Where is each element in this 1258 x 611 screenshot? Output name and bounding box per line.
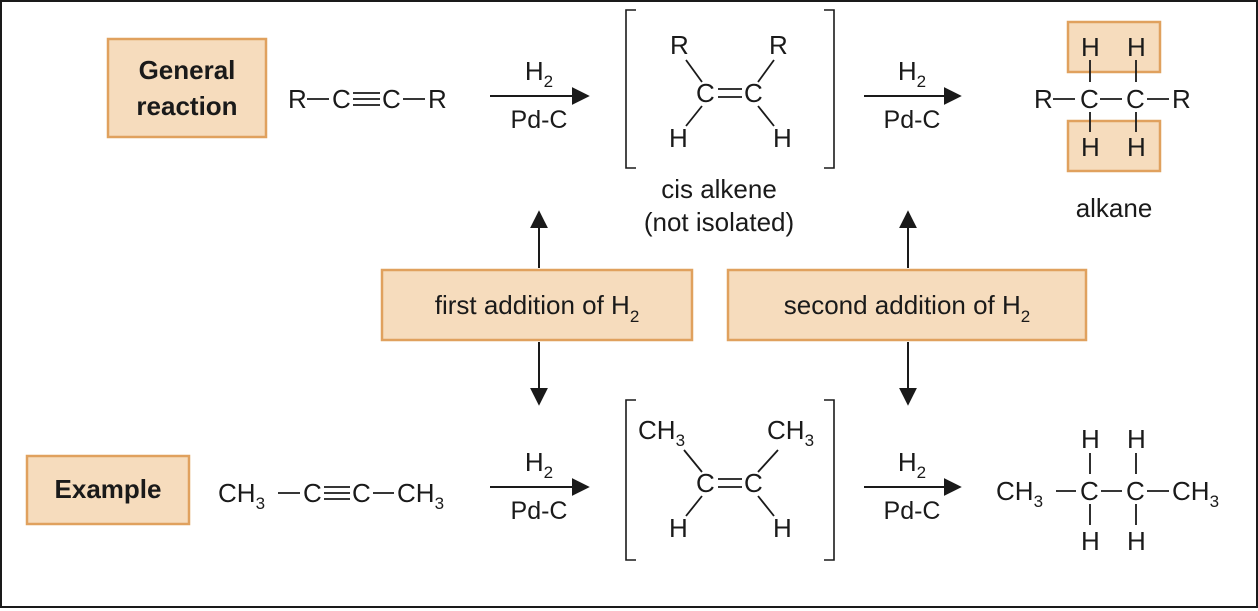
alkyne-ex-c1: C — [303, 478, 322, 508]
alkyne-example: CH3 C C CH3 — [218, 478, 444, 513]
bracket-right-bottom — [824, 399, 835, 561]
bracket-right-top — [824, 9, 835, 169]
alkane-c2: C — [1126, 84, 1145, 114]
alkyne-general: R C C R — [288, 84, 447, 114]
alkane-h-bottom-right: H — [1127, 132, 1146, 162]
alkene-ex-ch3-left: CH3 — [638, 415, 685, 450]
alkene-ex-h-right: H — [773, 513, 792, 543]
first-addition-label: first addition of H2 — [435, 290, 640, 326]
example-label: Example — [55, 474, 162, 504]
alkyne-ch3-left: CH3 — [218, 478, 265, 513]
butane-c2: C — [1080, 476, 1099, 506]
alkyne-r-right: R — [428, 84, 447, 114]
butane-h-bottom-left: H — [1081, 526, 1100, 556]
alkyne-ch3-right: CH3 — [397, 478, 444, 513]
bracket-left-bottom — [625, 399, 636, 561]
butane-h-top-left: H — [1081, 424, 1100, 454]
reagent-arrow-top-1: H2 Pd-C — [490, 56, 590, 134]
alkane-h-bottom-left: H — [1081, 132, 1100, 162]
reagent-h2: H2 — [525, 447, 553, 482]
reagent-arrow-bottom-1: H2 Pd-C — [490, 447, 590, 525]
alkane-h-top-right: H — [1127, 32, 1146, 62]
alkyne-c2: C — [382, 84, 401, 114]
general-reaction-box: General reaction — [106, 37, 268, 139]
alkene-ex-c1: C — [696, 468, 715, 498]
cis-alkene-general: R R C C H H — [669, 30, 792, 153]
reagent-arrow-bottom-2: H2 Pd-C — [864, 447, 962, 525]
butane-h-bottom-right: H — [1127, 526, 1146, 556]
highlight-bottom-h — [1066, 119, 1162, 173]
alkane-r-right: R — [1172, 84, 1191, 114]
reagent-catalyst: Pd-C — [884, 497, 941, 525]
alkene-h-left: H — [669, 123, 688, 153]
second-addition-label: second addition of H2 — [784, 290, 1031, 326]
cis-alkene-caption-line1: cis alkene — [661, 174, 777, 204]
reagent-h2: H2 — [898, 447, 926, 482]
alkane-r-left: R — [1034, 84, 1053, 114]
general-reaction-label-line1: General — [139, 55, 236, 85]
reagent-catalyst: Pd-C — [511, 106, 568, 134]
reagent-arrow-top-2: H2 Pd-C — [864, 56, 962, 134]
highlight-top-h — [1066, 20, 1162, 74]
reagent-catalyst: Pd-C — [884, 106, 941, 134]
cis-alkene-example: CH3 CH3 C C H H — [638, 415, 814, 543]
alkane-example: H H CH3 C C CH3 H H — [996, 424, 1219, 556]
alkene-ex-c2: C — [744, 468, 763, 498]
reagent-h2: H2 — [525, 56, 553, 91]
alkyne-c1: C — [332, 84, 351, 114]
reagent-h2: H2 — [898, 56, 926, 91]
first-addition-box: first addition of H2 — [380, 268, 694, 342]
butane-h-top-right: H — [1127, 424, 1146, 454]
alkene-r-right: R — [769, 30, 788, 60]
butane-ch3-left: CH3 — [996, 476, 1043, 511]
example-box: Example — [25, 454, 191, 526]
alkene-h-right: H — [773, 123, 792, 153]
alkene-r-left: R — [670, 30, 689, 60]
second-addition-box: second addition of H2 — [726, 268, 1088, 342]
butane-ch3-right: CH3 — [1172, 476, 1219, 511]
alkane-general: H H R C C R H H — [1034, 20, 1191, 173]
alkene-ex-ch3-right: CH3 — [767, 415, 814, 450]
alkyne-ex-c2: C — [352, 478, 371, 508]
alkane-h-top-left: H — [1081, 32, 1100, 62]
alkene-c2: C — [744, 78, 763, 108]
cis-alkene-caption-line2: (not isolated) — [644, 207, 794, 237]
reagent-catalyst: Pd-C — [511, 497, 568, 525]
general-reaction-label-line2: reaction — [136, 91, 237, 121]
alkyne-r-left: R — [288, 84, 307, 114]
alkane-c1: C — [1080, 84, 1099, 114]
alkane-caption: alkane — [1076, 193, 1153, 223]
butane-c3: C — [1126, 476, 1145, 506]
alkene-c1: C — [696, 78, 715, 108]
alkene-ex-h-left: H — [669, 513, 688, 543]
bracket-left-top — [625, 9, 636, 169]
